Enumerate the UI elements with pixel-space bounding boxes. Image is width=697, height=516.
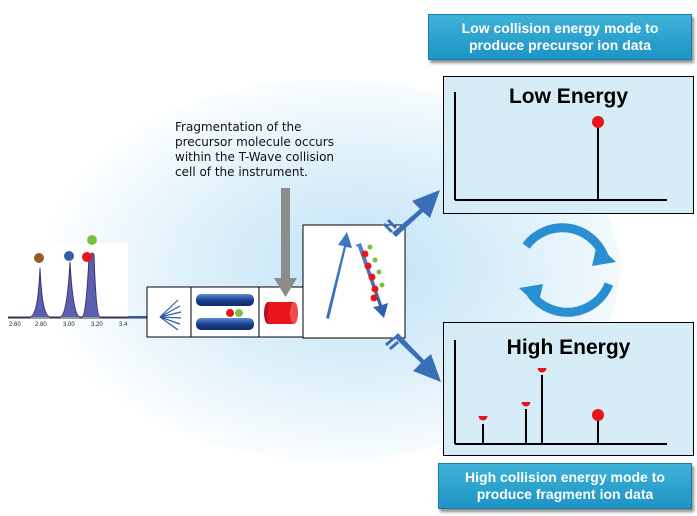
note-line-3: within the T-Wave collision: [175, 150, 335, 164]
ion-dot-blue: [64, 251, 74, 261]
ion-dot-red: [226, 309, 234, 317]
collision-cell-cylinder: [268, 302, 294, 324]
precursor-ion: [592, 409, 604, 421]
tof-arrow-up: [326, 232, 352, 319]
tof-analyzer-box: [302, 224, 406, 339]
fragment-ion: [376, 269, 382, 275]
instrument: [146, 224, 406, 339]
note-line-4: cell of the instrument.: [175, 165, 308, 179]
note-line-2: precursor molecule occurs: [175, 135, 334, 149]
ion-dot-green: [235, 309, 243, 317]
high-callout-line-1: High collision energy mode to: [465, 469, 665, 485]
spray-icon: [159, 299, 182, 331]
low-energy-callout: Low collision energy mode to produce pre…: [428, 14, 692, 60]
pointer-arrow: [274, 188, 297, 297]
x-tick-label: 3.4: [119, 322, 128, 328]
ion-dot-brown: [34, 253, 44, 263]
chromatogram: [8, 235, 150, 319]
fragmentation-note: Fragmentation of the precursor molecule …: [175, 120, 385, 180]
high-energy-spectrum: [454, 340, 667, 445]
fragment-ion: [371, 285, 379, 293]
fragment-ion: [367, 244, 373, 250]
fragment-ion: [364, 262, 372, 270]
x-tick-label: 2.80: [35, 322, 47, 328]
fragment-ion: [368, 273, 376, 281]
quadrupole-rod-bottom: [196, 318, 254, 330]
arrow-to-high-energy: [385, 333, 441, 382]
fragment-ion: [372, 257, 378, 263]
fragment-ion: [478, 416, 488, 421]
low-energy-panel: Low Energy: [443, 76, 694, 214]
high-energy-title: High Energy: [506, 336, 631, 359]
cycle-arrowhead: [519, 284, 543, 306]
ion-dot-red: [82, 252, 92, 262]
low-energy-spectrum: [454, 92, 667, 201]
ion-dot-green: [87, 235, 97, 245]
high-energy-panel: High Energy: [443, 322, 694, 456]
low-callout-line-1: Low collision energy mode to: [461, 20, 659, 36]
x-tick-label: 3.00: [63, 322, 75, 328]
cycle-arrowhead: [592, 244, 616, 266]
arrow-to-low-energy: [382, 190, 440, 237]
high-energy-callout: High collision energy mode to produce fr…: [438, 463, 692, 509]
precursor-ion: [592, 116, 604, 128]
collision-cell-face: [290, 302, 298, 324]
chromatogram-peaks: [8, 252, 128, 318]
fragment-ion: [370, 294, 378, 302]
x-tick-label: 2.60: [9, 322, 21, 328]
low-callout-line-2: produce precursor ion data: [468, 37, 652, 53]
fragment-ion: [521, 402, 531, 407]
fragment-ion: [379, 282, 385, 288]
x-tick-label: 3.20: [91, 322, 103, 328]
quadrupole-rod-top: [196, 294, 254, 306]
low-energy-title: Low Energy: [508, 85, 629, 108]
note-line-1: Fragmentation of the: [175, 120, 302, 134]
fragment-ion: [361, 250, 369, 258]
fragment-ion: [537, 368, 547, 373]
tof-arrow-down: [355, 243, 388, 318]
high-callout-line-2: produce fragment ion data: [476, 486, 654, 502]
